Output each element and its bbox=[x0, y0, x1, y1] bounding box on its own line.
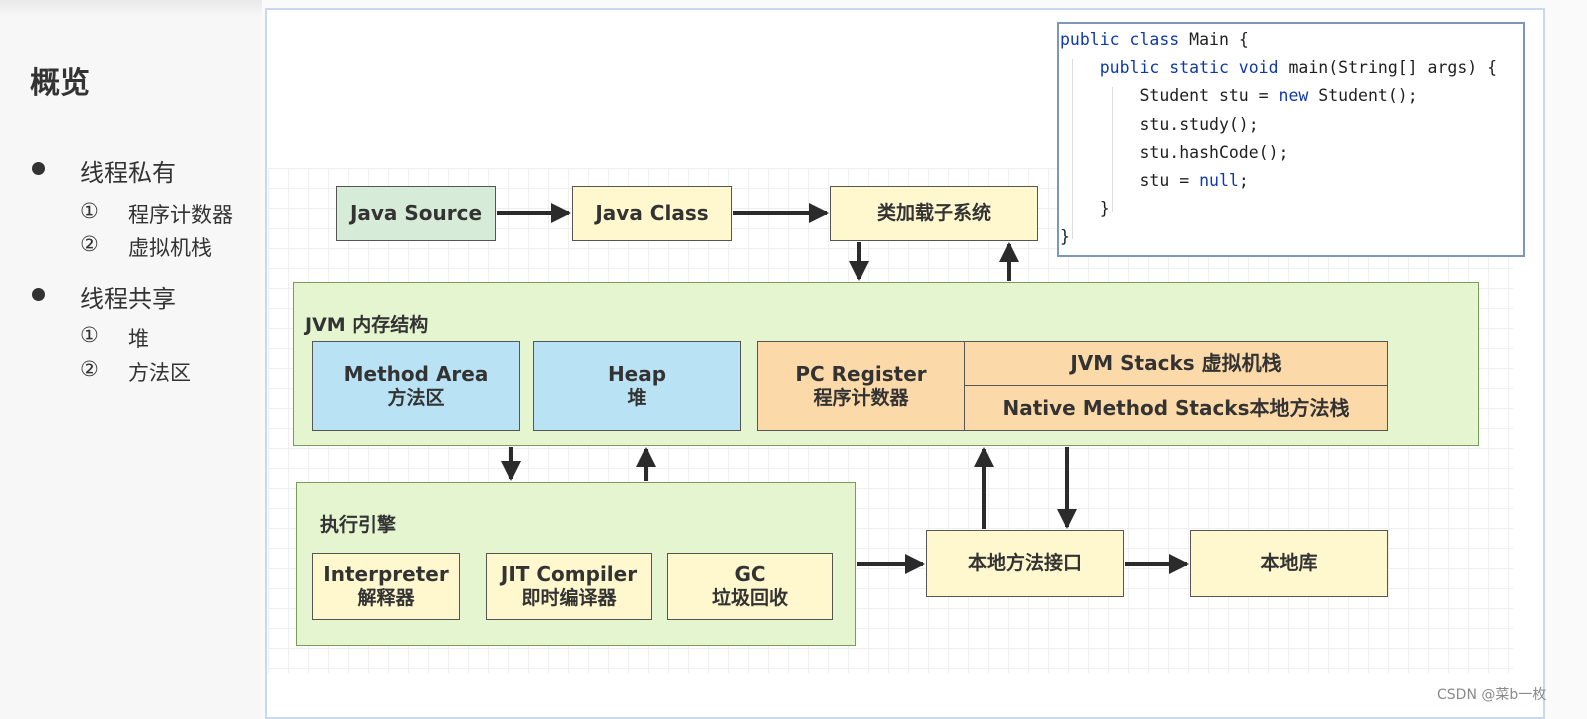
jit-compiler-cn: 即时编译器 bbox=[521, 587, 617, 610]
code-text: Student stu = bbox=[1060, 86, 1279, 105]
list-item-text: 堆 bbox=[128, 327, 149, 351]
code-text: } bbox=[1060, 227, 1070, 246]
heap-box: Heap 堆 bbox=[533, 341, 741, 431]
class-loader-label: 类加载子系统 bbox=[876, 201, 991, 224]
section-label-shared: 线程共享 bbox=[80, 285, 176, 313]
code-text: stu.hashCode(); bbox=[1060, 143, 1289, 162]
code-text: ; bbox=[1238, 171, 1249, 190]
sidebar-panel bbox=[0, 0, 262, 719]
code-line: stu.hashCode(); bbox=[1060, 143, 1288, 162]
code-keyword: new bbox=[1278, 86, 1309, 105]
native-interface-box: 本地方法接口 bbox=[926, 530, 1124, 597]
native-library-box: 本地库 bbox=[1190, 530, 1388, 597]
list-item-number: ① bbox=[80, 323, 99, 347]
sidebar-title: 概览 bbox=[30, 66, 90, 101]
interpreter-cn: 解释器 bbox=[357, 587, 415, 610]
code-snippet: public class Main { public static void m… bbox=[1057, 22, 1525, 257]
list-item-text: 虚拟机栈 bbox=[128, 236, 212, 260]
bullet-dot bbox=[32, 288, 45, 301]
pc-register-box: PC Register 程序计数器 bbox=[757, 341, 965, 431]
list-item-text: 程序计数器 bbox=[128, 203, 233, 227]
native-stacks-label: Native Method Stacks本地方法栈 bbox=[1002, 395, 1350, 420]
method-area-box: Method Area 方法区 bbox=[312, 341, 520, 431]
top-strip bbox=[0, 0, 262, 16]
code-line: } bbox=[1060, 199, 1110, 218]
exec-engine-title: 执行引擎 bbox=[320, 514, 397, 536]
gc-box: GC 垃圾回收 bbox=[667, 553, 833, 620]
code-keyword: public class bbox=[1060, 30, 1180, 49]
code-text: stu = bbox=[1060, 171, 1200, 190]
method-area-en: Method Area bbox=[343, 361, 489, 386]
indent-guide bbox=[1112, 87, 1113, 212]
java-class-box: Java Class bbox=[572, 186, 732, 241]
code-keyword: null bbox=[1199, 171, 1239, 190]
interpreter-box: Interpreter 解释器 bbox=[312, 553, 460, 620]
code-text: Student(); bbox=[1308, 86, 1418, 105]
java-source-label: Java Source bbox=[349, 201, 483, 225]
gc-en: GC bbox=[734, 562, 766, 587]
class-loader-box: 类加载子系统 bbox=[830, 186, 1038, 241]
code-text: main(String[] args) { bbox=[1278, 58, 1498, 77]
heap-cn: 堆 bbox=[627, 386, 647, 409]
list-item-text: 方法区 bbox=[128, 361, 191, 385]
native-interface-label: 本地方法接口 bbox=[967, 551, 1082, 574]
code-text: } bbox=[1060, 199, 1110, 218]
section-label-private: 线程私有 bbox=[80, 159, 176, 187]
jvm-stacks-label: JVM Stacks 虚拟机栈 bbox=[1070, 351, 1282, 375]
code-line: stu = null; bbox=[1060, 171, 1249, 190]
jit-compiler-box: JIT Compiler 即时编译器 bbox=[486, 553, 652, 620]
pc-register-cn: 程序计数器 bbox=[813, 386, 909, 409]
list-item-number: ② bbox=[80, 357, 99, 381]
method-area-cn: 方法区 bbox=[387, 386, 445, 409]
gc-cn: 垃圾回收 bbox=[711, 587, 788, 610]
code-line: } bbox=[1060, 227, 1070, 246]
java-source-box: Java Source bbox=[336, 186, 496, 241]
pc-register-en: PC Register bbox=[795, 361, 927, 386]
code-text: stu.study(); bbox=[1060, 115, 1259, 134]
watermark: CSDN @菜b一枚 bbox=[1437, 687, 1547, 703]
jvm-memory-title: JVM 内存结构 bbox=[305, 314, 429, 336]
jvm-stacks-box: JVM Stacks 虚拟机栈 bbox=[964, 341, 1388, 386]
heap-en: Heap bbox=[607, 361, 667, 386]
list-item-number: ② bbox=[80, 232, 99, 256]
code-line: public static void main(String[] args) { bbox=[1060, 58, 1497, 77]
bullet-dot bbox=[32, 162, 45, 175]
java-class-label: Java Class bbox=[595, 201, 709, 225]
code-line: Student stu = new Student(); bbox=[1060, 86, 1418, 105]
code-text: Main { bbox=[1179, 30, 1249, 49]
code-line: public class Main { bbox=[1060, 30, 1249, 49]
jit-compiler-en: JIT Compiler bbox=[500, 562, 638, 587]
list-item-number: ① bbox=[80, 199, 99, 223]
code-keyword: public static void bbox=[1060, 58, 1279, 77]
interpreter-en: Interpreter bbox=[323, 562, 449, 587]
indent-guide bbox=[1072, 59, 1073, 239]
native-stacks-box: Native Method Stacks本地方法栈 bbox=[964, 385, 1388, 431]
native-library-label: 本地库 bbox=[1260, 551, 1318, 574]
code-line: stu.study(); bbox=[1060, 115, 1259, 134]
